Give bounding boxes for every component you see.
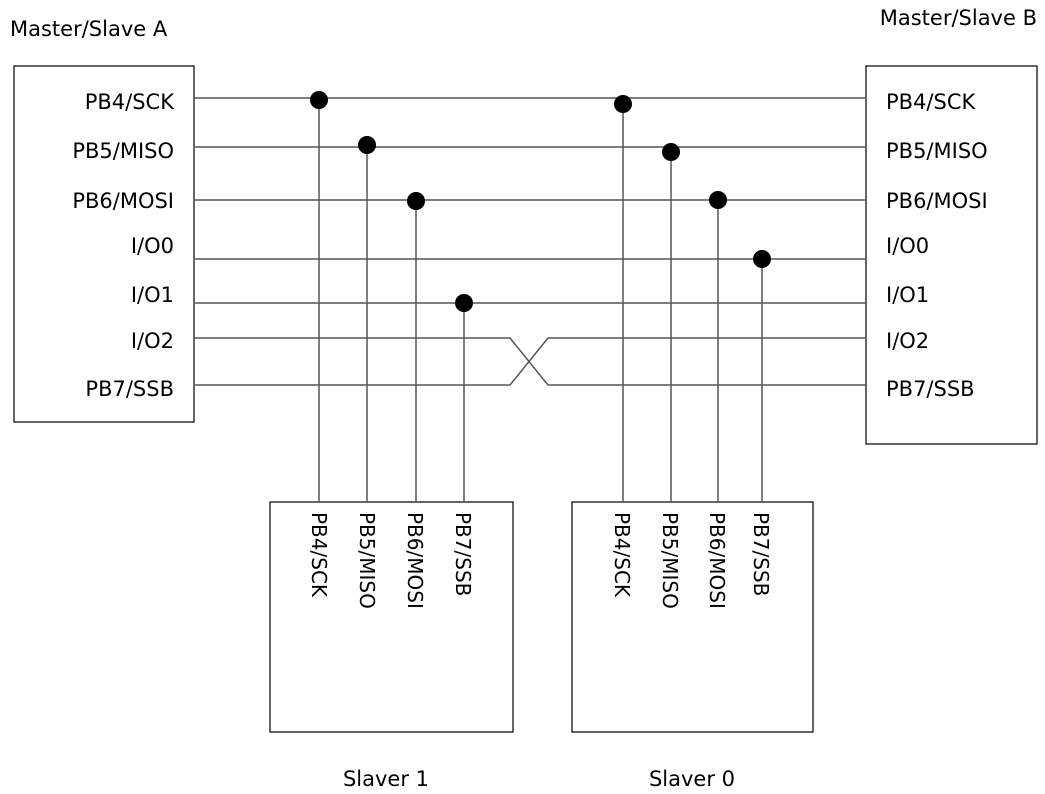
slaver1-pin-ssb: PB7/SSB bbox=[451, 512, 475, 596]
master-slave-b-box bbox=[865, 65, 1038, 445]
slaver0-pin-ssb: PB7/SSB bbox=[749, 512, 773, 596]
master-b-pin-io1: I/O1 bbox=[886, 283, 929, 307]
junction-slaver0-sck bbox=[614, 95, 632, 113]
master-b-pin-mosi: PB6/MOSI bbox=[886, 189, 988, 213]
slaver0-pin-miso: PB5/MISO bbox=[658, 512, 682, 609]
slaver1-pin-mosi: PB6/MOSI bbox=[403, 512, 427, 609]
master-a-pin-io0: I/O0 bbox=[131, 234, 174, 258]
slaver-1-title: Slaver 1 bbox=[343, 767, 429, 791]
master-b-pin-ssb: PB7/SSB bbox=[886, 377, 975, 401]
master-b-pin-sck: PB4/SCK bbox=[886, 90, 976, 114]
master-a-pin-mosi: PB6/MOSI bbox=[72, 189, 174, 213]
junction-slaver0-ssb bbox=[753, 250, 771, 268]
slaver1-pin-sck: PB4/SCK bbox=[307, 512, 331, 598]
master-slave-a-title: Master/Slave A bbox=[10, 17, 168, 41]
master-b-pin-miso: PB5/MISO bbox=[886, 139, 988, 163]
wire-ssb-a-to-io2-b bbox=[194, 337, 866, 386]
master-b-pin-io0: I/O0 bbox=[886, 234, 929, 258]
master-a-pin-ssb: PB7/SSB bbox=[85, 377, 174, 401]
slaver0-pin-sck: PB4/SCK bbox=[610, 512, 634, 598]
slaver1-pin-miso: PB5/MISO bbox=[355, 512, 379, 609]
master-a-pin-io1: I/O1 bbox=[131, 283, 174, 307]
junction-slaver1-miso bbox=[358, 136, 376, 154]
master-b-pin-io2: I/O2 bbox=[886, 329, 929, 353]
junction-slaver1-sck bbox=[310, 91, 328, 109]
master-a-pin-io2: I/O2 bbox=[131, 329, 174, 353]
junction-slaver0-miso bbox=[662, 143, 680, 161]
slaver-0-title: Slaver 0 bbox=[649, 767, 735, 791]
master-slave-b-title: Master/Slave B bbox=[880, 6, 1037, 30]
slaver-1-box bbox=[269, 501, 514, 733]
junction-slaver1-mosi bbox=[407, 192, 425, 210]
wire-io2-a-to-ssb-b bbox=[194, 337, 866, 386]
junction-slaver1-ssb bbox=[455, 294, 473, 312]
master-slave-a-box bbox=[13, 65, 195, 423]
master-a-pin-sck: PB4/SCK bbox=[85, 90, 175, 114]
master-a-pin-miso: PB5/MISO bbox=[72, 139, 174, 163]
junction-slaver0-mosi bbox=[709, 191, 727, 209]
slaver0-pin-mosi: PB6/MOSI bbox=[705, 512, 729, 609]
slaver-0-box bbox=[571, 501, 814, 733]
